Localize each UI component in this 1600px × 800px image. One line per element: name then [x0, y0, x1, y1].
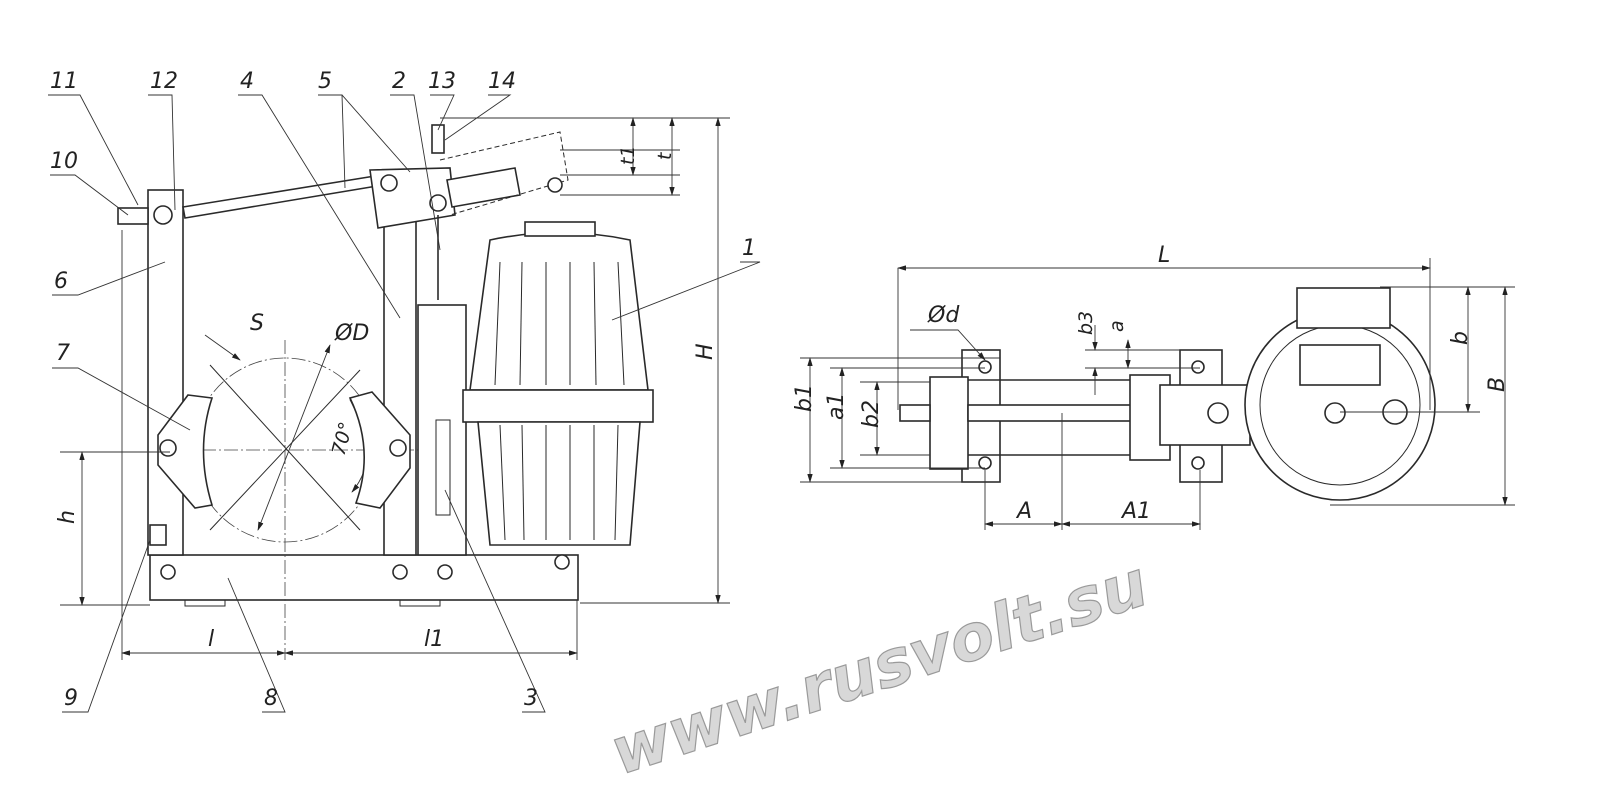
right-brake-shoe [348, 391, 411, 509]
dim-A: A [1015, 499, 1032, 524]
dim-a1: a1 [824, 393, 849, 420]
electro-hydraulic-pusher [462, 221, 654, 546]
top-view: L Ød b3 a b B b1 a1 b2 A A1 [792, 243, 1515, 530]
base-plate [149, 554, 579, 601]
dim-h: h [55, 510, 80, 524]
dim-b3: b3 [1075, 311, 1097, 335]
dim-angle: 70° [328, 420, 358, 458]
watermark: www.rusvolt.su [602, 547, 1157, 790]
dim-b2: b2 [859, 400, 884, 428]
callout-7: 7 [56, 341, 70, 366]
callout-4: 4 [240, 69, 254, 94]
dim-B: B [1485, 377, 1510, 392]
pusher-cylinder [417, 304, 467, 556]
dim-l: l [208, 627, 214, 652]
callout-2: 2 [392, 69, 406, 94]
pull-rod [182, 175, 378, 219]
callout-5: 5 [318, 69, 332, 94]
dim-a: a [1106, 320, 1128, 332]
left-lever-post [147, 189, 184, 556]
right-lever-post [383, 199, 417, 556]
callout-14: 14 [488, 69, 516, 94]
callout-10: 10 [50, 149, 78, 174]
dim-d: Ød [927, 303, 960, 328]
dim-t1: t1 [617, 145, 639, 165]
callout-1: 1 [742, 236, 756, 261]
callout-6: 6 [54, 269, 68, 294]
dim-L: L [1158, 243, 1170, 268]
callout-3: 3 [524, 686, 538, 711]
callout-12: 12 [150, 69, 178, 94]
dim-S: S [250, 311, 264, 336]
dim-H: H [693, 343, 718, 360]
callout-13: 13 [428, 69, 456, 94]
side-view: 11 12 4 5 2 13 14 10 6 7 1 9 8 3 S ØD 70… [48, 69, 761, 713]
callout-11: 11 [50, 69, 78, 94]
dim-t: t [654, 151, 676, 160]
left-brake-shoe [157, 394, 214, 509]
dim-b1: b1 [792, 384, 817, 412]
left-shoe-top [929, 376, 969, 470]
callout-9: 9 [64, 686, 78, 711]
callout-8: 8 [264, 686, 278, 711]
dim-D: ØD [334, 321, 369, 346]
dim-l1: l1 [424, 627, 444, 652]
dim-A1: A1 [1120, 499, 1151, 524]
dim-b: b [1448, 331, 1473, 345]
